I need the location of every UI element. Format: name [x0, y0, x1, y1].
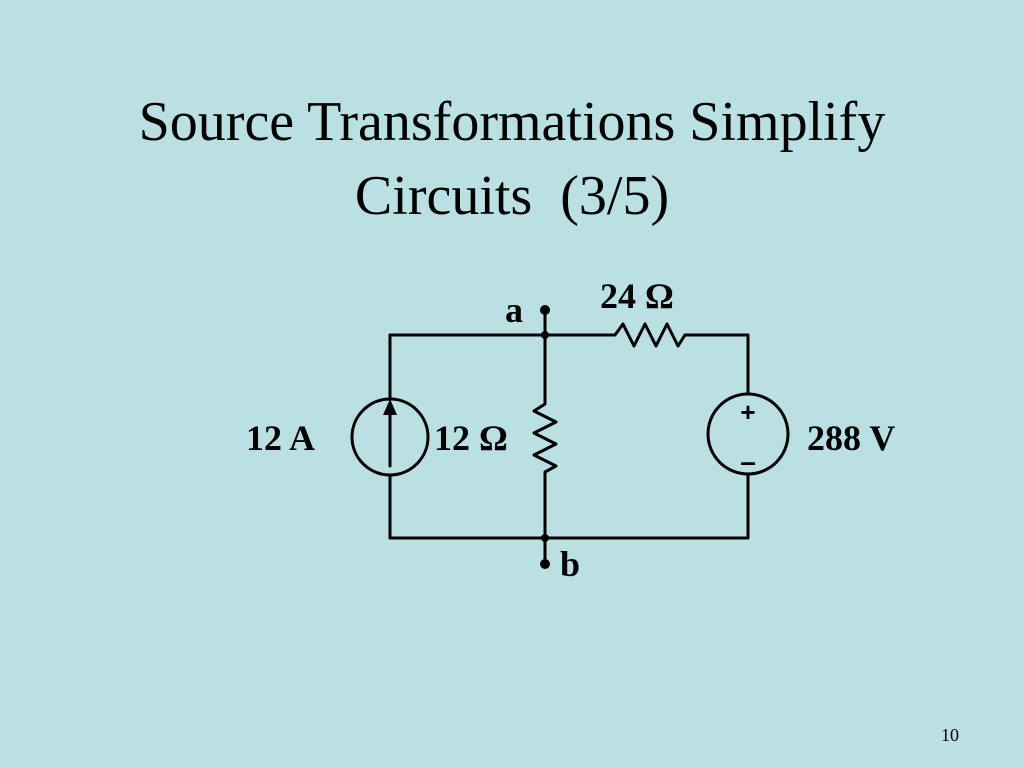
node-a-terminal-dot [540, 305, 550, 315]
current-source-label: 12 A [246, 418, 316, 458]
voltage-source-label: 288 V [807, 418, 896, 458]
voltage-plus-sign: + [740, 397, 755, 427]
voltage-source-circle [706, 392, 790, 476]
slide-number: 10 [941, 725, 959, 745]
node-b-terminal-dot [540, 559, 550, 569]
resistor-12-ohm-label: 12 Ω [434, 418, 508, 458]
junction-dot-top [541, 331, 549, 339]
slide-title-line-1: Source Transformations Simplify [138, 91, 886, 153]
arrow-head-icon [383, 399, 397, 415]
wire-top-right [690, 333, 750, 396]
resistor-12-ohm [532, 398, 558, 478]
resistor-24-ohm [603, 322, 694, 348]
node-b-label: b [560, 544, 581, 584]
slide-title-line-2: Circuits (3/5) [354, 165, 670, 227]
resistor-24-ohm-label: 24 Ω [600, 276, 674, 316]
voltage-minus-sign: – [740, 446, 756, 477]
node-a-label: a [505, 290, 523, 330]
junction-dot-bottom [541, 534, 549, 542]
